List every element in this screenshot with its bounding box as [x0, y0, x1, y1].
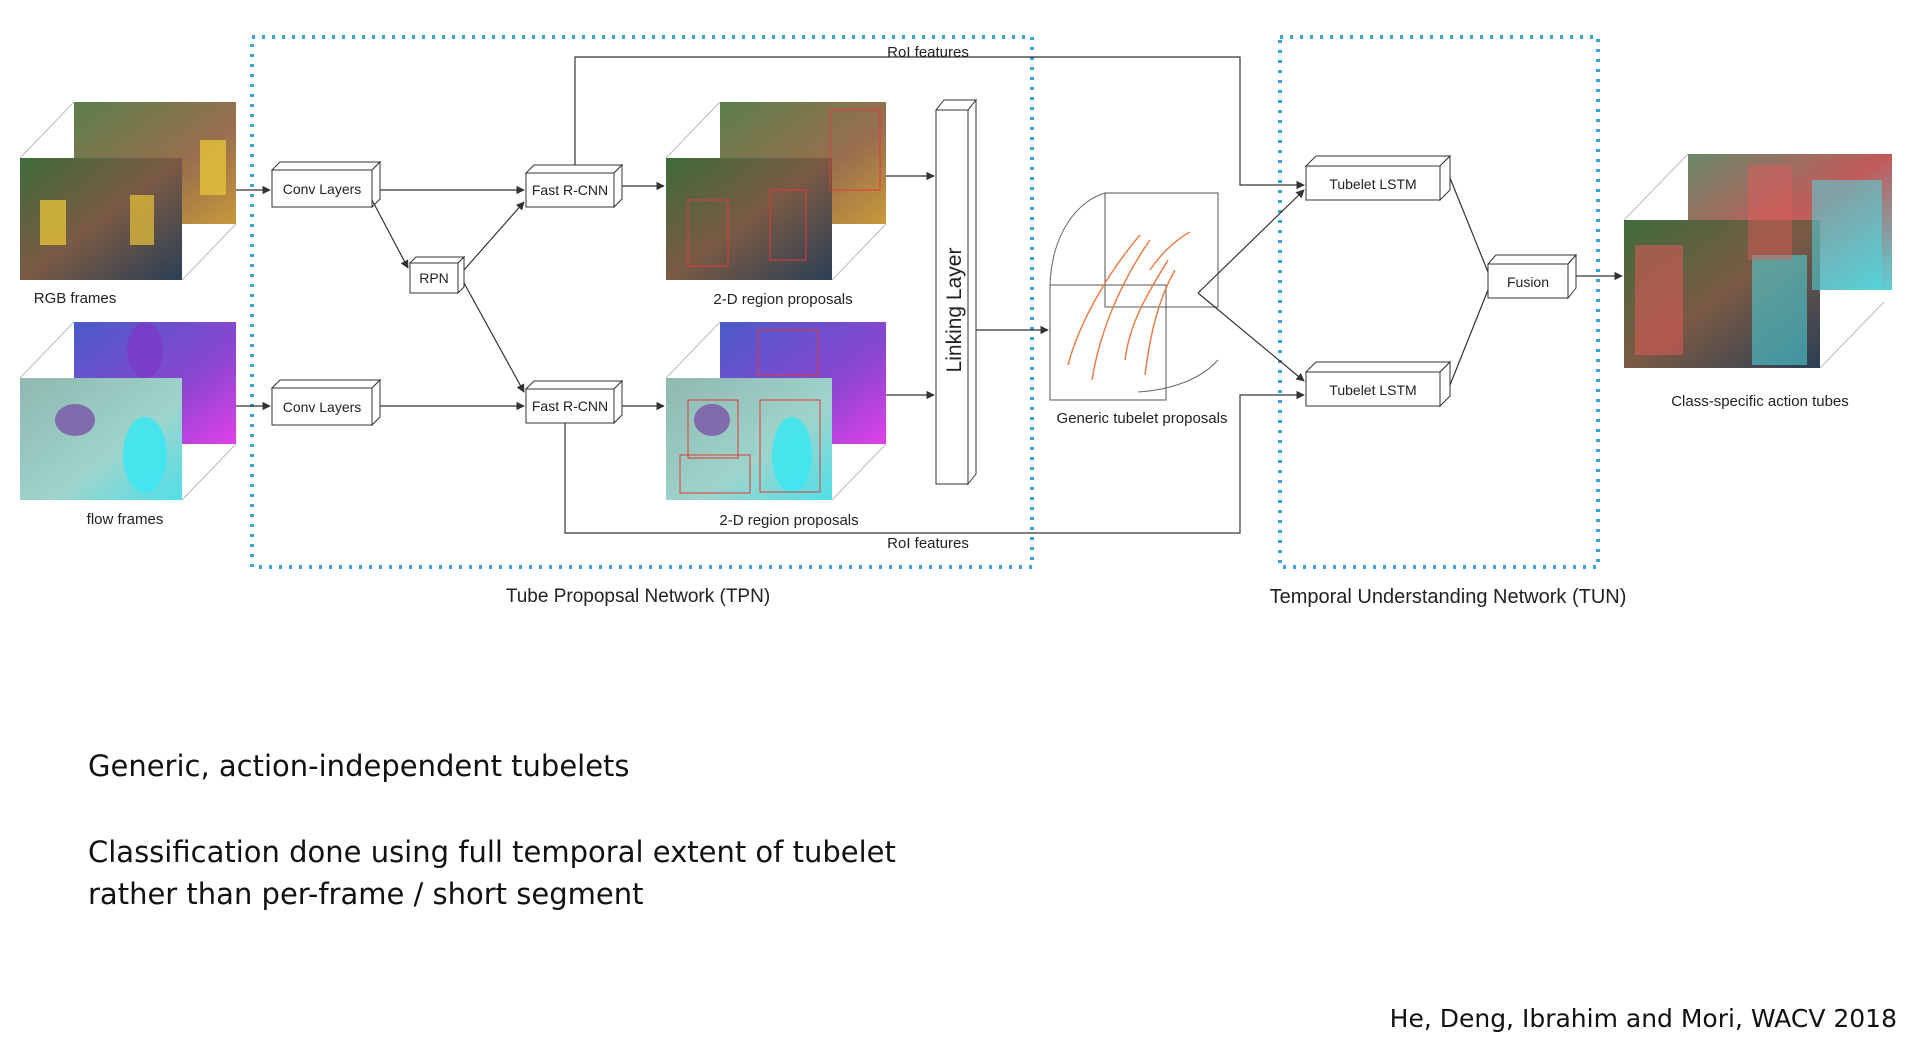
rgb-frames-label: RGB frames — [34, 290, 117, 307]
region-proposals-rgb-stack — [665, 101, 887, 281]
class-specific-action-tubes-stack — [1623, 153, 1892, 369]
flow-frames-label: flow frames — [87, 511, 164, 528]
region-proposals-flow-stack — [665, 321, 887, 501]
bullet-classification: Classification done using full temporal … — [88, 835, 896, 869]
conv-layers-flow-box — [270, 378, 382, 427]
fast-rcnn-rgb-label: Fast R-CNN — [532, 182, 608, 198]
bullet-classification-cont: rather than per-frame / short segment — [88, 877, 644, 911]
bullet-generic-tubelets: Generic, action-independent tubelets — [88, 749, 630, 783]
conv-layers-rgb-label: Conv Layers — [283, 181, 362, 197]
rpn-label: RPN — [419, 270, 449, 286]
rpn-box — [408, 255, 466, 295]
generic-tubelet-proposals-label: Generic tubelet proposals — [1057, 410, 1228, 427]
citation: He, Deng, Ibrahim and Mori, WACV 2018 — [1389, 1004, 1897, 1033]
fusion-box — [1486, 253, 1578, 300]
tubelet-lstm-top-label: Tubelet LSTM — [1329, 176, 1416, 192]
flow-frames-stack — [19, 321, 237, 501]
linking-layer-label: Linking Layer — [943, 248, 966, 373]
rgb-frames-stack — [19, 101, 237, 281]
conv-layers-rgb-box — [270, 160, 382, 209]
fast-rcnn-flow-box — [524, 379, 624, 425]
conv-layers-flow-label: Conv Layers — [283, 399, 362, 415]
linking-layer-box — [934, 98, 978, 486]
tun-group-label: Temporal Understanding Network (TUN) — [1270, 586, 1627, 608]
roi-features-top-label: RoI features — [887, 44, 969, 61]
connectors — [236, 56, 1623, 534]
roi-features-bottom-label: RoI features — [887, 535, 969, 552]
class-specific-action-tubes-label: Class-specific action tubes — [1671, 393, 1849, 410]
fast-rcnn-rgb-box — [524, 163, 624, 209]
tpn-group-border — [250, 35, 1034, 569]
fast-rcnn-flow-label: Fast R-CNN — [532, 398, 608, 414]
region-proposals-flow-label: 2-D region proposals — [719, 512, 858, 529]
tubelet-lstm-top-box — [1304, 154, 1452, 202]
tpn-group-label: Tube Propopsal Network (TPN) — [506, 586, 770, 607]
tubelet-lstm-bottom-box — [1304, 360, 1452, 408]
fusion-label: Fusion — [1507, 274, 1549, 290]
tun-group-border — [1278, 35, 1600, 569]
region-proposals-rgb-label: 2-D region proposals — [713, 291, 852, 308]
generic-tubelet-proposals-graphic — [1049, 192, 1219, 401]
architecture-diagram: RGB frames flow frames Conv Layers Conv … — [19, 35, 1892, 608]
tubelet-lstm-bottom-label: Tubelet LSTM — [1329, 382, 1416, 398]
